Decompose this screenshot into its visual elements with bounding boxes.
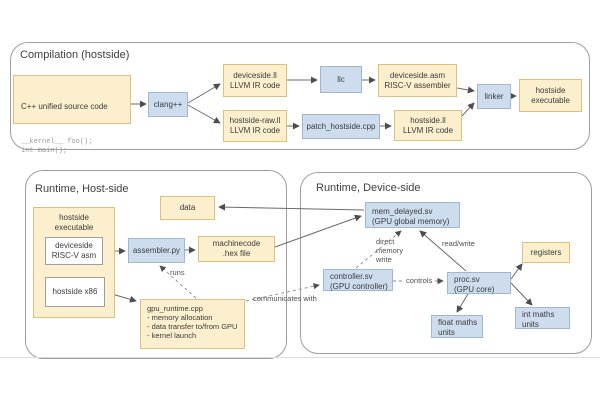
runtime-host-title: Runtime, Host-side (35, 183, 129, 195)
runtime-device-title: Runtime, Device-side (316, 182, 421, 194)
node-mem-delayed-sv: mem_delayed.sv (GPU global memory) (365, 202, 460, 228)
node-float-maths-units: float maths units (431, 315, 483, 338)
node-hostside-executable: hostside executable (519, 79, 582, 112)
edge-label-direct-memory-write: direct memory write (376, 237, 404, 264)
node-patch-hostside: patch_hostside.cpp (302, 114, 380, 139)
node-hostside-x86: hostside x86 (45, 277, 105, 307)
node-machinecode-hex: machinecode .hex file (198, 236, 275, 262)
node-data: data (160, 196, 215, 220)
arrow-proc-to-float-maths (456, 293, 469, 313)
arrow-gpu-runtime-to-controller (245, 283, 320, 302)
node-int-maths-units: int maths units (515, 307, 570, 329)
edge-label-read-write: read/write (442, 239, 475, 248)
arrow-proc-to-int-maths (510, 282, 533, 306)
arrow-hostside-ll-to-linker (461, 102, 475, 117)
edge-label-controls: controls (404, 276, 435, 285)
node-hostside-ll: hostside.ll LLVM IR code (394, 110, 462, 141)
node-cpp-source: C++ unified source code __kernel__ foo()… (13, 75, 131, 155)
runtime-host-group (25, 170, 287, 359)
edge-label-communicates-with: communicates with (253, 294, 317, 303)
arrow-proc-to-mem (419, 230, 467, 272)
arrow-gpu-runtime-runs-assembler (159, 265, 197, 299)
arrow-machinecode-to-mem (274, 214, 362, 248)
node-registers: registers (522, 242, 570, 263)
arrow-proc-to-registers (510, 263, 523, 280)
arrow-controller-to-mem (355, 230, 402, 269)
compilation-title: Compilation (hostside) (20, 49, 130, 61)
node-deviceside-asm: deviceside.asm RISC-V assembler (378, 64, 457, 97)
arrow-clang-to-hostside-raw (187, 104, 221, 124)
compilation-group (10, 42, 590, 150)
node-clang: clang++ (148, 92, 188, 117)
node-llc: llc (320, 66, 362, 93)
node-linker: linker (477, 84, 511, 109)
node-proc-sv: proc.sv (GPU core) (447, 272, 511, 294)
cpp-source-code: __kernel__ foo(); int main(); (21, 137, 93, 156)
node-deviceside-riscv-asm: deviceside RISC-V asm (45, 237, 103, 265)
arrow-clang-to-deviceside-ll (187, 83, 221, 104)
node-hostside-raw-ll: hostside-raw.ll LLVM IR code (223, 110, 287, 142)
cpp-source-title: C++ unified source code (21, 102, 108, 112)
node-controller-sv: controller.sv (GPU controller) (323, 269, 393, 291)
page-bottom-edge (0, 357, 600, 358)
node-assembler-py: assembler.py (128, 238, 185, 263)
arrow-mem-to-data (218, 203, 365, 211)
node-gpu-runtime-cpp: gpu_runtime.cpp - memory allocation - da… (140, 299, 245, 349)
edge-label-runs: runs (170, 268, 185, 277)
runtime-device-group (300, 172, 592, 354)
node-deviceside-ll: deviceside.ll LLVM IR code (223, 64, 287, 97)
arrow-deviceside-asm-to-linker (456, 86, 475, 94)
